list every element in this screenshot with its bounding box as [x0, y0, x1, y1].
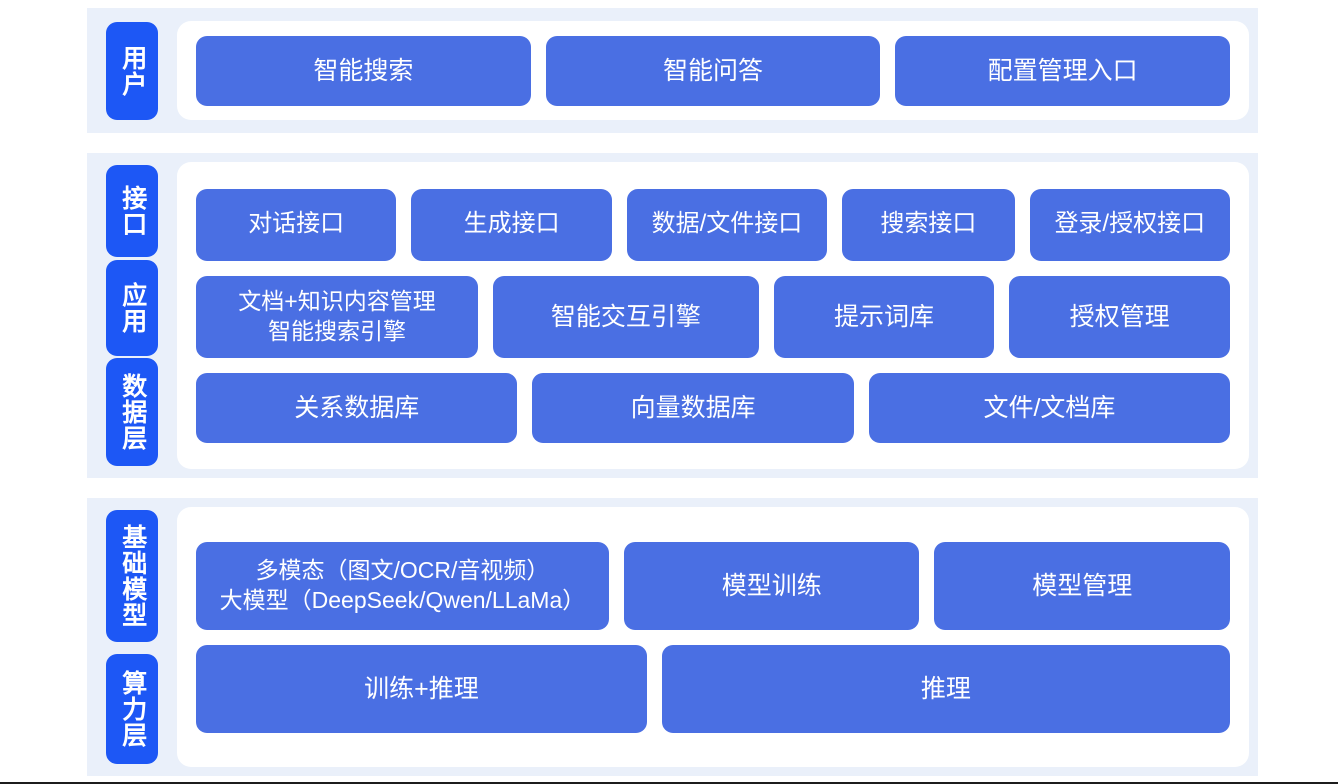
tab-column-middle: 接口 应用 数据层	[87, 153, 177, 478]
tab-column-user: 用户	[87, 8, 177, 133]
box-multimodal-large-model[interactable]: 多模态（图文/OCR/音视频） 大模型（DeepSeek/Qwen/LLaMa）	[196, 541, 609, 630]
box-smart-interaction-engine[interactable]: 智能交互引擎	[493, 275, 759, 358]
box-login-auth-api[interactable]: 登录/授权接口	[1029, 188, 1230, 261]
box-data-file-api[interactable]: 数据/文件接口	[626, 188, 828, 261]
box-smart-search[interactable]: 智能搜索	[196, 35, 531, 106]
row-application: 文档+知识内容管理 智能搜索引擎 智能交互引擎 提示词库 授权管理	[177, 275, 1249, 358]
box-model-management[interactable]: 模型管理	[934, 541, 1230, 630]
layer-tab-base-model[interactable]: 基础模型	[106, 510, 158, 642]
box-search-api[interactable]: 搜索接口	[842, 188, 1015, 261]
box-model-training[interactable]: 模型训练	[623, 541, 920, 630]
box-training-plus-inference[interactable]: 训练+推理	[196, 644, 647, 733]
layer-tab-data[interactable]: 数据层	[106, 358, 158, 466]
section-user: 用户 智能搜索 智能问答 配置管理入口	[87, 8, 1258, 133]
box-smart-qa[interactable]: 智能问答	[545, 35, 881, 106]
box-generation-api[interactable]: 生成接口	[411, 188, 612, 261]
box-prompt-library[interactable]: 提示词库	[773, 275, 995, 358]
box-config-management-entry[interactable]: 配置管理入口	[895, 35, 1231, 106]
box-authorization-management[interactable]: 授权管理	[1009, 275, 1230, 358]
box-file-document-store[interactable]: 文件/文档库	[868, 372, 1231, 443]
row-interface: 对话接口 生成接口 数据/文件接口 搜索接口 登录/授权接口	[177, 188, 1249, 261]
layer-tab-interface[interactable]: 接口	[106, 165, 158, 257]
bottom-divider	[0, 782, 1338, 784]
box-dialog-api[interactable]: 对话接口	[196, 188, 397, 261]
box-inference[interactable]: 推理	[661, 644, 1230, 733]
row-data-layer: 关系数据库 向量数据库 文件/文档库	[177, 372, 1249, 443]
box-doc-knowledge-management[interactable]: 文档+知识内容管理 智能搜索引擎	[196, 275, 479, 358]
row-user-entries: 智能搜索 智能问答 配置管理入口	[177, 35, 1249, 106]
layer-tab-application[interactable]: 应用	[106, 259, 158, 356]
tab-column-base: 基础模型 算力层	[87, 498, 177, 776]
box-vector-database[interactable]: 向量数据库	[532, 372, 854, 443]
layer-tab-user[interactable]: 用户	[106, 21, 158, 120]
card-base: 多模态（图文/OCR/音视频） 大模型（DeepSeek/Qwen/LLaMa）…	[177, 507, 1249, 767]
row-base-model: 多模态（图文/OCR/音视频） 大模型（DeepSeek/Qwen/LLaMa）…	[177, 541, 1249, 630]
layer-tab-compute[interactable]: 算力层	[106, 654, 158, 764]
card-user: 智能搜索 智能问答 配置管理入口	[177, 21, 1249, 120]
section-base: 基础模型 算力层 多模态（图文/OCR/音视频） 大模型（DeepSeek/Qw…	[87, 498, 1258, 776]
row-compute-layer: 训练+推理 推理	[177, 644, 1249, 733]
section-middle: 接口 应用 数据层 对话接口 生成接口 数据/文件接口 搜索接口 登录/授权接口…	[87, 153, 1258, 478]
card-middle: 对话接口 生成接口 数据/文件接口 搜索接口 登录/授权接口 文档+知识内容管理…	[177, 162, 1249, 469]
box-relational-database[interactable]: 关系数据库	[196, 372, 518, 443]
